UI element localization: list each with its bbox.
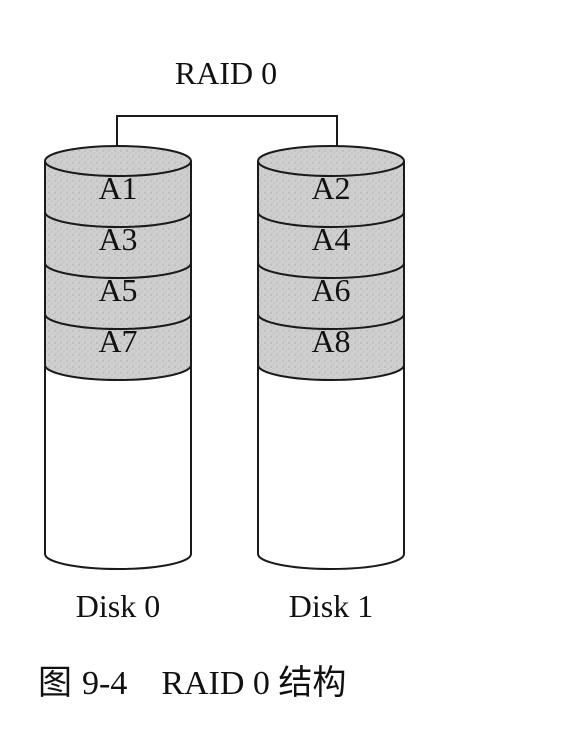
disk-outline xyxy=(44,161,192,570)
caption-text: RAID 0 结构 xyxy=(161,665,347,702)
disk-data-region xyxy=(45,161,191,380)
block-label-a4: A4 xyxy=(311,221,350,257)
block-separator xyxy=(257,211,405,228)
block-label-a2: A2 xyxy=(311,170,350,206)
raid-title: RAID 0 xyxy=(175,55,277,91)
block-separator xyxy=(44,364,192,381)
block-label-a7: A7 xyxy=(98,323,137,359)
raid-connector xyxy=(116,115,338,160)
block-label-a8: A8 xyxy=(311,323,350,359)
block-separator xyxy=(257,364,405,381)
disk-top xyxy=(44,145,192,177)
disk-top xyxy=(257,145,405,177)
caption-figure-mark: 图 xyxy=(38,665,72,702)
disk-data-region xyxy=(258,161,404,380)
disk-outline xyxy=(257,161,405,570)
block-label-a5: A5 xyxy=(98,272,137,308)
block-label-a6: A6 xyxy=(311,272,350,308)
caption-figure-number: 9-4 xyxy=(82,665,128,702)
block-separator xyxy=(44,313,192,330)
block-separator xyxy=(44,211,192,228)
block-separator xyxy=(257,313,405,330)
figure-caption: 图 9-4 RAID 0 结构 xyxy=(38,655,346,704)
disk-label: Disk 1 xyxy=(289,588,373,624)
block-label-a1: A1 xyxy=(98,170,137,206)
disk-label: Disk 0 xyxy=(76,588,160,624)
block-label-a3: A3 xyxy=(98,221,137,257)
block-separator xyxy=(44,262,192,279)
block-separator xyxy=(257,262,405,279)
